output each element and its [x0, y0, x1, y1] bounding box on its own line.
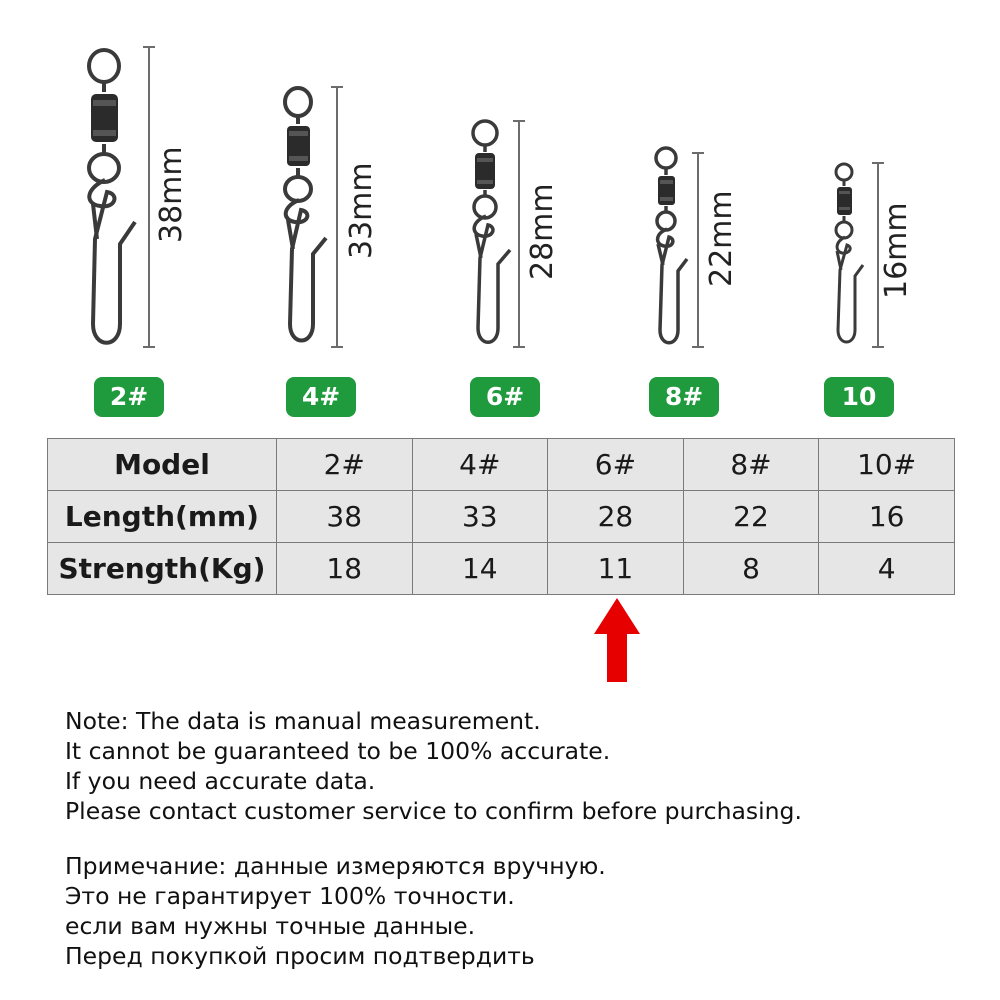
note-line: Please contact customer service to confi… — [65, 797, 802, 825]
table-cell: 28 — [547, 490, 684, 543]
table-cell: 33 — [411, 490, 549, 543]
red-up-arrow-icon — [594, 598, 640, 686]
size-badge-8: 8# — [649, 377, 719, 417]
dimension-line-2 — [143, 46, 155, 348]
table-cell: 16 — [818, 490, 955, 543]
swivel-10-icon — [834, 162, 865, 344]
table-cell: 10# — [818, 438, 955, 491]
table-cell: 38 — [275, 490, 413, 543]
swivel-6-image — [458, 118, 538, 354]
size-badge-4: 4# — [286, 377, 356, 417]
table-row-length: Length(mm) 38 33 28 22 16 — [47, 490, 955, 543]
dimension-line-6 — [513, 120, 525, 348]
size-badge-2: 2# — [94, 377, 164, 417]
length-label-10: 16mm — [879, 202, 914, 299]
length-label-6: 28mm — [525, 183, 560, 280]
spec-table: Model 2# 4# 6# 8# 10# Length(mm) 38 33 2… — [47, 438, 955, 595]
length-label-8: 22mm — [704, 190, 739, 287]
note-line: It cannot be guaranteed to be 100% accur… — [65, 737, 611, 765]
table-cell: 4 — [818, 542, 955, 595]
dimension-line-4 — [331, 86, 343, 348]
table-cell: 18 — [275, 542, 413, 595]
note-line: Перед покупкой просим подтвердить — [65, 942, 535, 970]
length-label-4: 33mm — [344, 162, 379, 259]
swivel-4-icon — [283, 86, 328, 343]
swivel-8-icon — [654, 146, 689, 345]
note-line: если вам нужны точные данные. — [65, 912, 476, 940]
table-cell: 8# — [682, 438, 820, 491]
table-cell: 2# — [275, 438, 413, 491]
swivel-6-icon — [471, 119, 512, 344]
table-cell: 8 — [682, 542, 820, 595]
table-cell: 14 — [411, 542, 549, 595]
swivel-8-image — [645, 145, 715, 355]
swivel-2-icon — [87, 48, 137, 345]
row-header: Length(mm) — [47, 490, 277, 543]
swivel-4-image — [268, 84, 358, 354]
size-badge-10: 10 — [824, 377, 894, 417]
table-cell: 11 — [547, 542, 684, 595]
table-cell: 22 — [682, 490, 820, 543]
note-line: If you need accurate data. — [65, 767, 376, 795]
row-header: Model — [47, 438, 277, 491]
dimension-line-8 — [692, 152, 704, 348]
note-english: Note: The data is manual measurement. It… — [65, 706, 802, 826]
table-cell: 6# — [547, 438, 684, 491]
note-line: Это не гарантирует 100% точности. — [65, 882, 515, 910]
swivel-10-image — [826, 162, 886, 354]
table-row-strength: Strength(Kg) 18 14 11 8 4 — [47, 542, 955, 595]
dimension-line-10 — [872, 162, 884, 348]
table-row-model: Model 2# 4# 6# 8# 10# — [47, 438, 955, 491]
table-cell: 4# — [411, 438, 549, 491]
note-line: Note: The data is manual measurement. — [65, 707, 541, 735]
note-russian: Примечание: данные измеряются вручную. Э… — [65, 851, 606, 971]
length-label-2: 38mm — [154, 146, 189, 243]
size-badge-6: 6# — [470, 377, 540, 417]
swivel-2-image — [75, 44, 175, 354]
note-line: Примечание: данные измеряются вручную. — [65, 852, 606, 880]
row-header: Strength(Kg) — [47, 542, 277, 595]
